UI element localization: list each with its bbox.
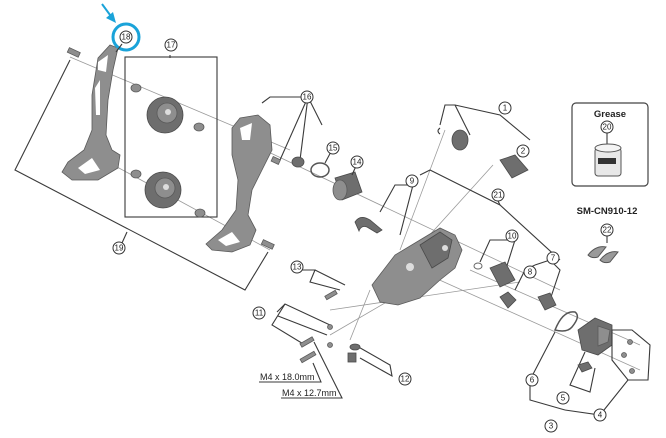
callout-15: 15 — [326, 141, 340, 155]
svg-text:1: 1 — [503, 104, 508, 113]
highlight-indicator — [101, 3, 141, 53]
callout-13: 13 — [290, 260, 304, 274]
bushing-group-16 — [261, 96, 323, 168]
pulley-lower — [144, 171, 182, 209]
svg-text:10: 10 — [508, 232, 517, 241]
pulley-group-box — [124, 55, 218, 218]
svg-text:7: 7 — [551, 254, 556, 263]
adjuster-group-1 — [437, 104, 531, 151]
arrow-icon — [106, 12, 116, 23]
svg-text:14: 14 — [353, 158, 362, 167]
callout-5: 5 — [556, 391, 570, 405]
svg-text:5: 5 — [561, 394, 566, 403]
svg-text:2: 2 — [521, 147, 526, 156]
svg-text:20: 20 — [603, 123, 612, 132]
svg-text:M4 x 18.0mm: M4 x 18.0mm — [260, 372, 315, 382]
grease-title: Grease — [594, 109, 626, 120]
svg-text:13: 13 — [293, 263, 302, 272]
pivot-bolt-12 — [347, 343, 393, 378]
grease-jar-icon — [594, 143, 622, 177]
svg-text:11: 11 — [255, 309, 264, 318]
callout-16: 16 — [300, 90, 314, 104]
pulley-upper — [146, 96, 184, 134]
svg-text:15: 15 — [329, 144, 338, 153]
svg-text:19: 19 — [115, 244, 124, 253]
callout-3: 3 — [544, 419, 558, 433]
bolt-label-18mm: M4 x 18.0mm — [259, 362, 322, 383]
callout-20: 20 — [600, 120, 614, 134]
svg-text:17: 17 — [167, 41, 176, 50]
cage-bolt-bottom — [260, 239, 275, 250]
cage-bolt-top — [66, 47, 81, 58]
callout-10: 10 — [505, 229, 519, 243]
svg-text:18: 18 — [122, 33, 131, 42]
spring-group-10 — [473, 239, 516, 288]
callout-9: 9 — [405, 174, 419, 188]
svg-text:8: 8 — [528, 268, 533, 277]
cable-hook-9 — [354, 184, 414, 236]
callout-19: 19 — [112, 241, 126, 255]
cylinder-14 — [332, 165, 363, 201]
svg-text:22: 22 — [603, 226, 612, 235]
grease-box: Grease — [571, 102, 649, 187]
svg-text:4: 4 — [598, 411, 603, 420]
callout-2: 2 — [516, 144, 530, 158]
bolt-label-127mm: M4 x 12.7mm — [281, 341, 343, 399]
callout-22: 22 — [600, 223, 614, 237]
callout-4: 4 — [593, 408, 607, 422]
callout-21: 21 — [491, 188, 505, 202]
svg-text:12: 12 — [401, 375, 410, 384]
cage-plate-outer — [205, 114, 273, 253]
cable-clip-5 — [569, 351, 596, 393]
svg-text:21: 21 — [494, 191, 503, 200]
pulley-washers — [130, 83, 206, 218]
callout-14: 14 — [350, 155, 364, 169]
callout-7: 7 — [546, 251, 560, 265]
svg-text:9: 9 — [410, 177, 415, 186]
clutch-cover-3 — [577, 317, 613, 356]
chain-link: SM-CN910-12 — [577, 206, 638, 264]
highlight-circle — [111, 22, 141, 52]
quick-link-icon — [587, 246, 619, 264]
cage-assembly-bracket-19 — [14, 59, 269, 291]
callout-12: 12 — [398, 372, 412, 386]
callout-18: 18 — [119, 30, 133, 44]
callout-6: 6 — [525, 373, 539, 387]
callout-1: 1 — [498, 101, 512, 115]
screw-group-13 — [302, 269, 346, 301]
cage-plate-inner — [61, 44, 121, 181]
callout-8: 8 — [523, 265, 537, 279]
svg-text:16: 16 — [303, 93, 312, 102]
chain-model-label: SM-CN910-12 — [577, 206, 638, 217]
svg-text:3: 3 — [549, 422, 554, 431]
bolt-group-11 — [271, 303, 333, 364]
callout-17: 17 — [164, 38, 178, 52]
svg-text:6: 6 — [530, 376, 535, 385]
svg-text:M4 x 12.7mm: M4 x 12.7mm — [282, 388, 337, 398]
callout-11: 11 — [252, 306, 266, 320]
derailleur-main-body — [371, 227, 463, 306]
seal-ring-6 — [529, 311, 579, 411]
